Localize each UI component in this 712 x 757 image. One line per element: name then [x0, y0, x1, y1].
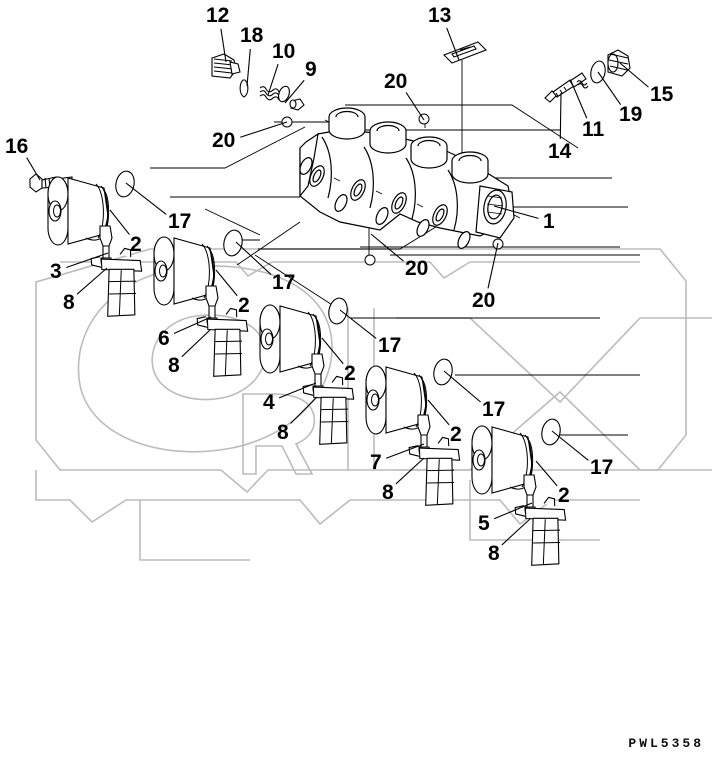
leader-line-20 — [405, 92, 425, 121]
leader-line-2 — [109, 209, 130, 235]
callout-3: 3 — [50, 260, 62, 283]
leader-line-20 — [240, 121, 288, 138]
callout-leader-lines — [26, 27, 649, 546]
callout-2: 2 — [344, 362, 356, 385]
callout-11: 11 — [582, 118, 605, 141]
callout-9: 9 — [305, 58, 317, 81]
callout-2: 2 — [130, 233, 142, 256]
callout-17: 17 — [378, 334, 402, 357]
leader-line-19 — [597, 71, 622, 106]
leader-line-8 — [76, 267, 108, 295]
leader-line-9 — [284, 79, 305, 104]
callout-8: 8 — [277, 421, 289, 444]
leader-line-8 — [395, 457, 425, 485]
callout-1: 1 — [543, 210, 555, 233]
callout-12: 12 — [206, 4, 230, 27]
leader-line-17 — [551, 430, 589, 461]
callout-17: 17 — [168, 210, 192, 233]
callout-2: 2 — [238, 294, 250, 317]
leader-line-6 — [173, 316, 212, 334]
leader-line-10 — [267, 64, 279, 96]
leader-line-8 — [290, 396, 318, 424]
leader-line-4 — [278, 382, 317, 399]
part-code-label: PWL5358 — [628, 736, 704, 751]
callout-15: 15 — [650, 83, 674, 106]
callout-17: 17 — [482, 398, 506, 421]
leader-line-1 — [493, 205, 539, 219]
callout-20: 20 — [405, 257, 429, 280]
leader-line-2 — [535, 460, 558, 487]
hardware-group-top-right — [544, 49, 631, 103]
callout-16: 16 — [5, 135, 29, 158]
leader-line-8 — [181, 329, 211, 358]
valve-block-body — [299, 107, 515, 249]
callout-8: 8 — [382, 481, 394, 504]
callout-5: 5 — [478, 512, 490, 535]
callout-20: 20 — [384, 70, 408, 93]
leader-line-2 — [427, 399, 450, 426]
leader-line-15 — [619, 62, 649, 88]
callout-2: 2 — [558, 484, 570, 507]
leader-line-20 — [487, 242, 499, 289]
callout-4: 4 — [263, 391, 275, 414]
callout-8: 8 — [488, 542, 500, 565]
callout-8: 8 — [63, 291, 75, 314]
leader-line-20 — [370, 233, 404, 262]
callout-19: 19 — [619, 103, 643, 126]
callout-20: 20 — [212, 129, 236, 152]
leader-line-3 — [66, 252, 109, 269]
leader-line-2 — [321, 337, 344, 365]
assembly-projection-lines — [150, 60, 640, 436]
leader-line-13 — [446, 27, 460, 61]
callout-17: 17 — [272, 271, 296, 294]
callout-18: 18 — [240, 24, 264, 47]
callout-7: 7 — [370, 451, 382, 474]
leader-line-7 — [386, 443, 425, 459]
leader-line-8 — [501, 518, 531, 546]
callout-6: 6 — [158, 327, 170, 350]
leader-line-17 — [339, 309, 377, 339]
leader-line-12 — [220, 28, 227, 63]
leader-line-18 — [246, 48, 251, 87]
leader-line-17 — [235, 241, 272, 275]
leader-line-11 — [570, 80, 588, 119]
callout-2: 2 — [450, 423, 462, 446]
leader-line-17 — [443, 370, 481, 403]
plug-caps-17 — [115, 170, 561, 446]
plate-bracket-13 — [443, 41, 487, 64]
leader-line-14 — [559, 92, 562, 140]
callout-20: 20 — [472, 289, 496, 312]
leader-line-5 — [493, 502, 533, 520]
hardware-group-top-left — [211, 53, 305, 111]
callout-17: 17 — [590, 456, 614, 479]
leader-line-2 — [215, 269, 238, 297]
callout-13: 13 — [428, 4, 452, 27]
callout-10: 10 — [272, 40, 296, 63]
leader-line-17 — [125, 182, 167, 215]
callout-8: 8 — [168, 354, 180, 377]
callout-14: 14 — [548, 140, 572, 163]
leader-line-16 — [26, 157, 41, 181]
